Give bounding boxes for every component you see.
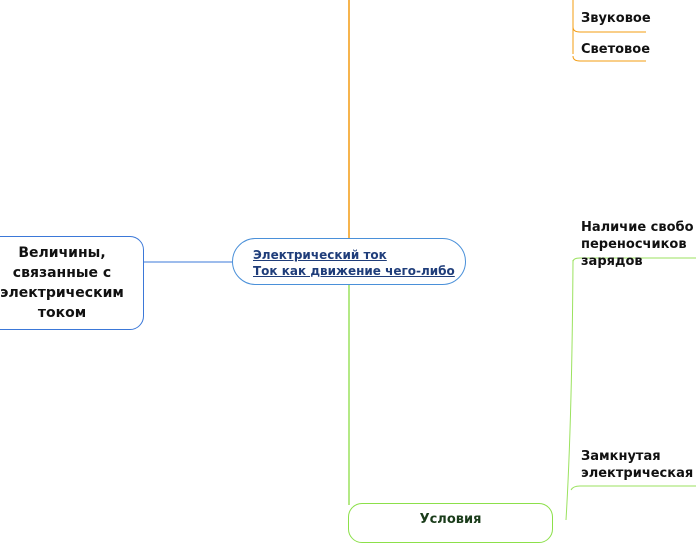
central-link-1[interactable]: Электрический ток	[253, 248, 387, 262]
orange-underline-1	[572, 26, 646, 33]
left-topic-line-3: электрическим	[0, 285, 124, 301]
orange-leaf-1[interactable]: Звуковое	[581, 10, 651, 27]
left-topic-line-4: током	[37, 305, 87, 321]
green-leaf-2-line-1: Замкнутая	[581, 449, 661, 464]
orange-leaf-2-label: Световое	[581, 42, 651, 57]
green-leaf-2-line-2: электрическая	[581, 466, 694, 481]
left-topic[interactable]: Величины, связанные с электрическим токо…	[0, 236, 144, 330]
green-underline-2	[570, 485, 696, 491]
left-topic-label: Величины, связанные с электрическим токо…	[0, 243, 124, 323]
green-leaf-2[interactable]: Замкнутая электрическая	[581, 448, 693, 482]
green-leaf-1-line-1: Наличие свобо	[581, 220, 694, 235]
connector-lines	[143, 0, 696, 520]
orange-underline-2	[572, 55, 646, 62]
left-topic-line-2: связанные с	[12, 265, 112, 281]
green-underline-1	[572, 257, 696, 263]
green-leaf-1[interactable]: Наличие свобо переносчиков зарядов	[581, 219, 694, 270]
bottom-topic[interactable]: Условия	[348, 503, 553, 543]
left-topic-line-1: Величины,	[18, 245, 106, 261]
orange-leaf-1-label: Звуковое	[581, 11, 651, 26]
central-topic[interactable]: Электрический ток Ток как движение чего-…	[232, 238, 466, 285]
central-link-2[interactable]: Ток как движение чего-либо	[253, 264, 455, 278]
green-leaf-1-line-2: переносчиков	[581, 237, 687, 252]
green-branch-line	[565, 259, 574, 520]
green-leaf-1-line-3: зарядов	[581, 254, 643, 269]
orange-leaf-2[interactable]: Световое	[581, 41, 650, 58]
